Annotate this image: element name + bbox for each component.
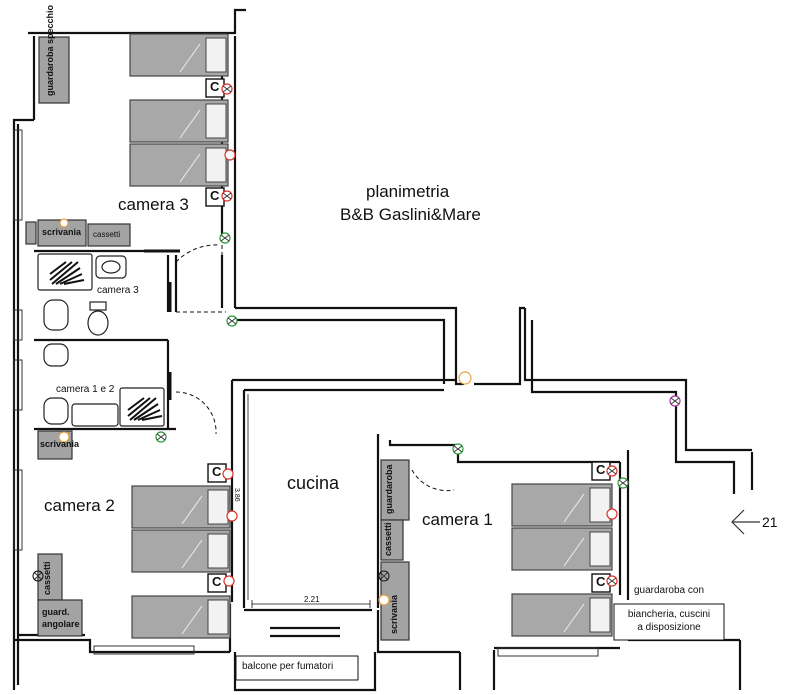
furniture-label-scrivania-camera-2: scrivania <box>40 439 80 449</box>
room-label-camera-1: camera 1 <box>422 510 493 529</box>
furniture-label-scrivania-camera-3: scrivania <box>42 227 82 237</box>
night-table-marker: C <box>212 464 222 479</box>
entrance-arrow-icon <box>731 509 760 535</box>
furniture-label-guard: guard. <box>42 607 70 617</box>
socket-crosses <box>33 85 680 585</box>
linen-note-line-1: guardaroba con <box>633 585 705 596</box>
linen-note-box <box>613 603 725 641</box>
sockets-green <box>155 232 629 489</box>
room-label-camera-3: camera 3 <box>118 195 189 214</box>
bed-fold-lines <box>179 43 585 635</box>
kitchen-width-dimension: 2.21 <box>304 595 320 604</box>
room-label-cucina: cucina <box>287 473 340 493</box>
furniture-label-cassetti-camera-3: cassetti <box>93 230 121 239</box>
bathroom-fixtures <box>37 253 165 427</box>
furniture-label-guardaroba-specchio: guardaroba specchio <box>45 4 55 96</box>
night-tables <box>205 78 611 593</box>
kitchen-height-dimension: 3.86 <box>233 488 240 502</box>
balcone-label: balcone per fumatori <box>242 661 334 672</box>
linen-note-line-3: a disposizione <box>637 622 701 633</box>
plan-subtitle: B&B Gaslini&Mare <box>340 205 481 224</box>
room-label-camera-2: camera 2 <box>44 496 115 515</box>
balcone-label-box <box>235 655 359 681</box>
furniture-label-scrivania-camera-1: scrivania <box>389 594 399 634</box>
night-table-marker: C <box>596 574 606 589</box>
furniture-label-guardaroba-camera-1: guardaroba <box>384 464 394 514</box>
entrance-number: 21 <box>762 514 778 530</box>
sockets-red <box>221 83 618 587</box>
door-swings <box>175 244 455 492</box>
night-table-marker: C <box>210 79 220 94</box>
night-table-marker: C <box>596 462 606 477</box>
sockets-orange <box>58 218 472 606</box>
dimension-lines <box>247 394 371 608</box>
night-table-marker: C <box>210 188 220 203</box>
night-table-marker: C <box>212 574 222 589</box>
shower-fans <box>49 261 163 421</box>
furniture-label-cassetti-camera-1: cassetti <box>383 522 393 556</box>
furniture-label-cassetti-camera-2: cassetti <box>42 561 52 595</box>
bathroom-label-camera-1-2: camera 1 e 2 <box>56 384 115 395</box>
furniture-label-angolare: angolare <box>42 619 80 629</box>
pillows <box>205 37 611 635</box>
bathroom-label-camera-3: camera 3 <box>97 285 139 296</box>
door-leaves <box>144 249 180 400</box>
plan-title: planimetria <box>366 182 450 201</box>
windows <box>13 129 599 657</box>
linen-note-line-2: biancheria, cuscini <box>627 609 711 620</box>
beds <box>129 33 613 639</box>
